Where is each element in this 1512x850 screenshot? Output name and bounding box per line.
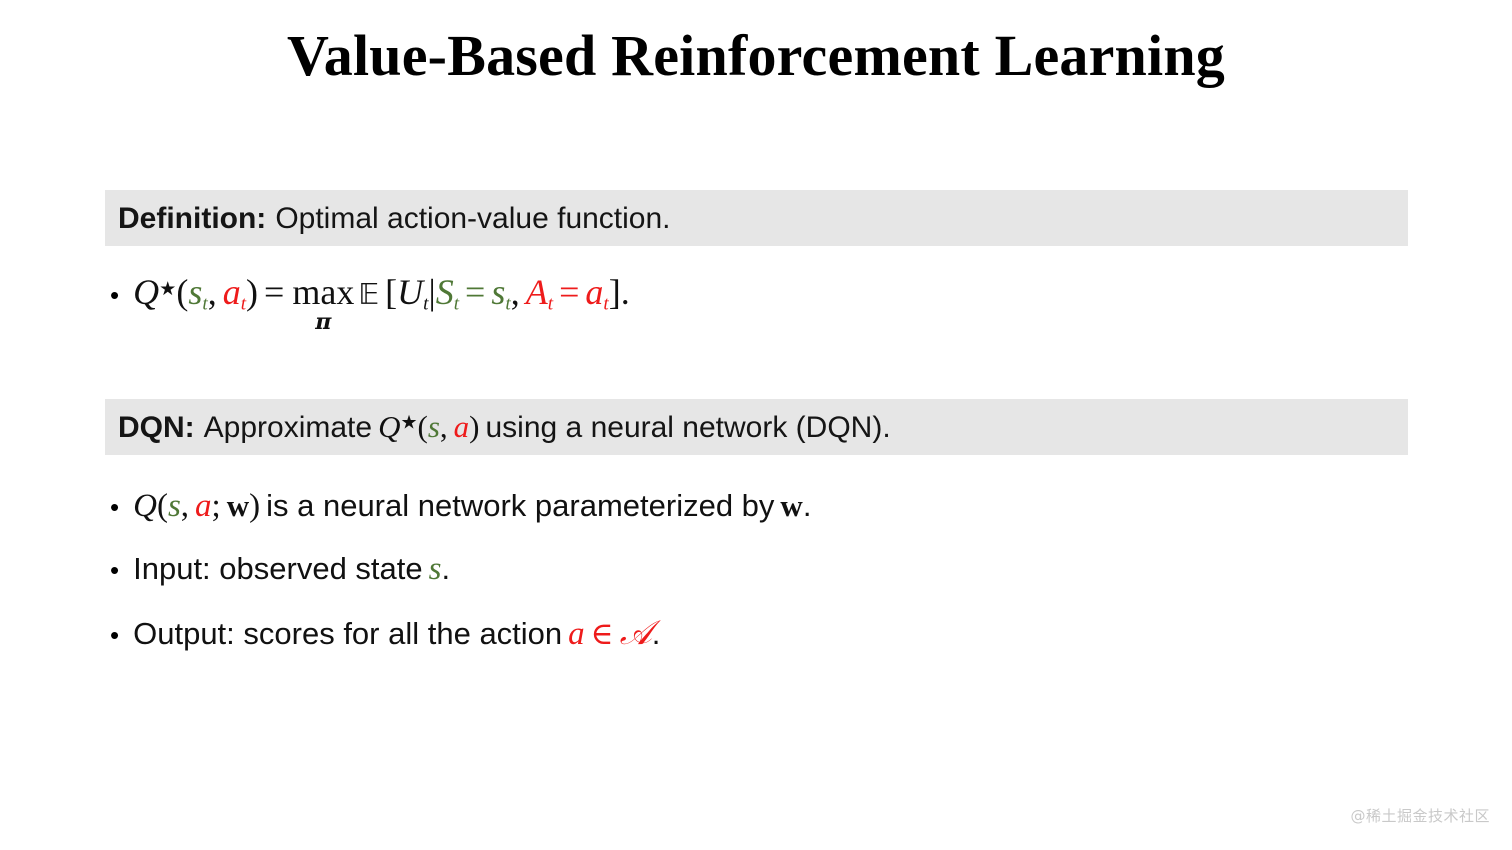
equation-random-action-A-subscript: t: [547, 293, 554, 315]
bullet-1-open-paren: (: [156, 488, 168, 524]
dqn-text-before: Approximate: [203, 410, 373, 444]
equation-expectation-symbol: 𝔼: [358, 278, 380, 311]
equation-star-icon: ★: [159, 277, 177, 301]
bullet-3-element-of-icon: ∈: [590, 616, 614, 651]
bullet-1-period: .: [802, 488, 812, 523]
equation-observed-action-a: a: [585, 272, 604, 312]
bullet-3-text: Output: scores for all the action: [133, 616, 563, 651]
equation-action-a: a: [222, 272, 241, 312]
dqn-open-paren: (: [417, 408, 428, 444]
definition-banner: Definition: Optimal action-value functio…: [105, 190, 1408, 246]
equation-state-s-subscript: t: [202, 293, 208, 315]
definition-label: Definition:: [118, 201, 267, 235]
bullet-1-state-s: s: [167, 488, 181, 524]
equation-return-u: U: [397, 272, 424, 312]
bullet-1-close-paren: ): [249, 488, 261, 524]
equation-random-state-S: S: [435, 272, 454, 312]
equation-equals-2: =: [465, 272, 486, 312]
dqn-banner: DQN: Approximate Q★(s,a) using a neural …: [105, 399, 1408, 455]
list-item-network: • Q(s,a;w)is a neural network parameteri…: [110, 488, 811, 526]
dqn-label: DQN:: [118, 410, 195, 444]
dqn-q: Q: [378, 408, 401, 444]
equation-observed-state-s-subscript: t: [505, 293, 511, 315]
equation-comma-2: ,: [510, 272, 520, 312]
equation-state-s: s: [188, 272, 203, 312]
equation-return-u-subscript: t: [423, 293, 429, 315]
equation-equals-1: =: [264, 272, 285, 312]
dqn-state-s: s: [427, 408, 440, 444]
equation-q: Q: [133, 272, 160, 312]
bullet-1-text: is a neural network parameterized by: [266, 488, 775, 523]
bullet-2-text: Input: observed state: [133, 551, 423, 586]
watermark: @稀土掘金技术社区: [1350, 807, 1490, 825]
definition-text: Optimal action-value function.: [275, 201, 671, 235]
page-title: Value-Based Reinforcement Learning: [287, 23, 1225, 88]
equation-observed-action-a-subscript: t: [603, 293, 609, 315]
bullet-1-action-a: a: [195, 488, 212, 524]
bullet-1-semicolon: ;: [211, 488, 221, 524]
equation-equals-3: =: [559, 272, 580, 312]
bullet-3-period: .: [651, 616, 661, 651]
bullet-3-action-a: a: [568, 616, 585, 652]
equation-random-action-A: A: [525, 272, 548, 312]
dqn-star-icon: ★: [400, 411, 418, 434]
equation-random-state-S-subscript: t: [453, 293, 460, 315]
bullet-dot-icon: •: [110, 620, 120, 650]
equation-period: .: [620, 272, 630, 312]
bullet-dot-icon: •: [110, 555, 120, 585]
equation-open-bracket: [: [385, 272, 398, 312]
dqn-comma: ,: [439, 408, 448, 444]
equation-open-paren: (: [176, 272, 189, 312]
bullet-dot-icon: •: [110, 280, 120, 310]
bullet-1-content: Q(s,a;w)is a neural network parameterize…: [133, 488, 811, 526]
dqn-action-a: a: [453, 408, 470, 444]
bullet-1-comma: ,: [180, 488, 190, 524]
bullet-1-weights-w: w: [226, 488, 250, 523]
equation-close-bracket: ]: [608, 272, 621, 312]
max-subscript-pi: π: [315, 309, 332, 335]
equation-observed-state-s: s: [491, 272, 506, 312]
bullet-2-state-s: s: [428, 551, 442, 587]
bullet-1-weights-w-tail: w: [780, 488, 803, 523]
bullet-3-action-space: 𝒜: [619, 613, 652, 653]
bullet-2-period: .: [441, 551, 451, 586]
equation-action-a-subscript: t: [240, 293, 247, 315]
dqn-close-paren: ): [469, 408, 480, 444]
equation-conditional-bar: |: [428, 272, 436, 312]
dqn-text-after: using a neural network (DQN).: [485, 410, 891, 444]
dqn-inline-math: Q★(s,a): [378, 408, 480, 444]
equation-comma-1: ,: [207, 272, 217, 312]
bullet-dot-icon: •: [110, 492, 120, 522]
equation-close-paren: ): [246, 272, 259, 312]
max-label: max: [292, 272, 355, 312]
bullet-1-q: Q: [133, 488, 157, 524]
